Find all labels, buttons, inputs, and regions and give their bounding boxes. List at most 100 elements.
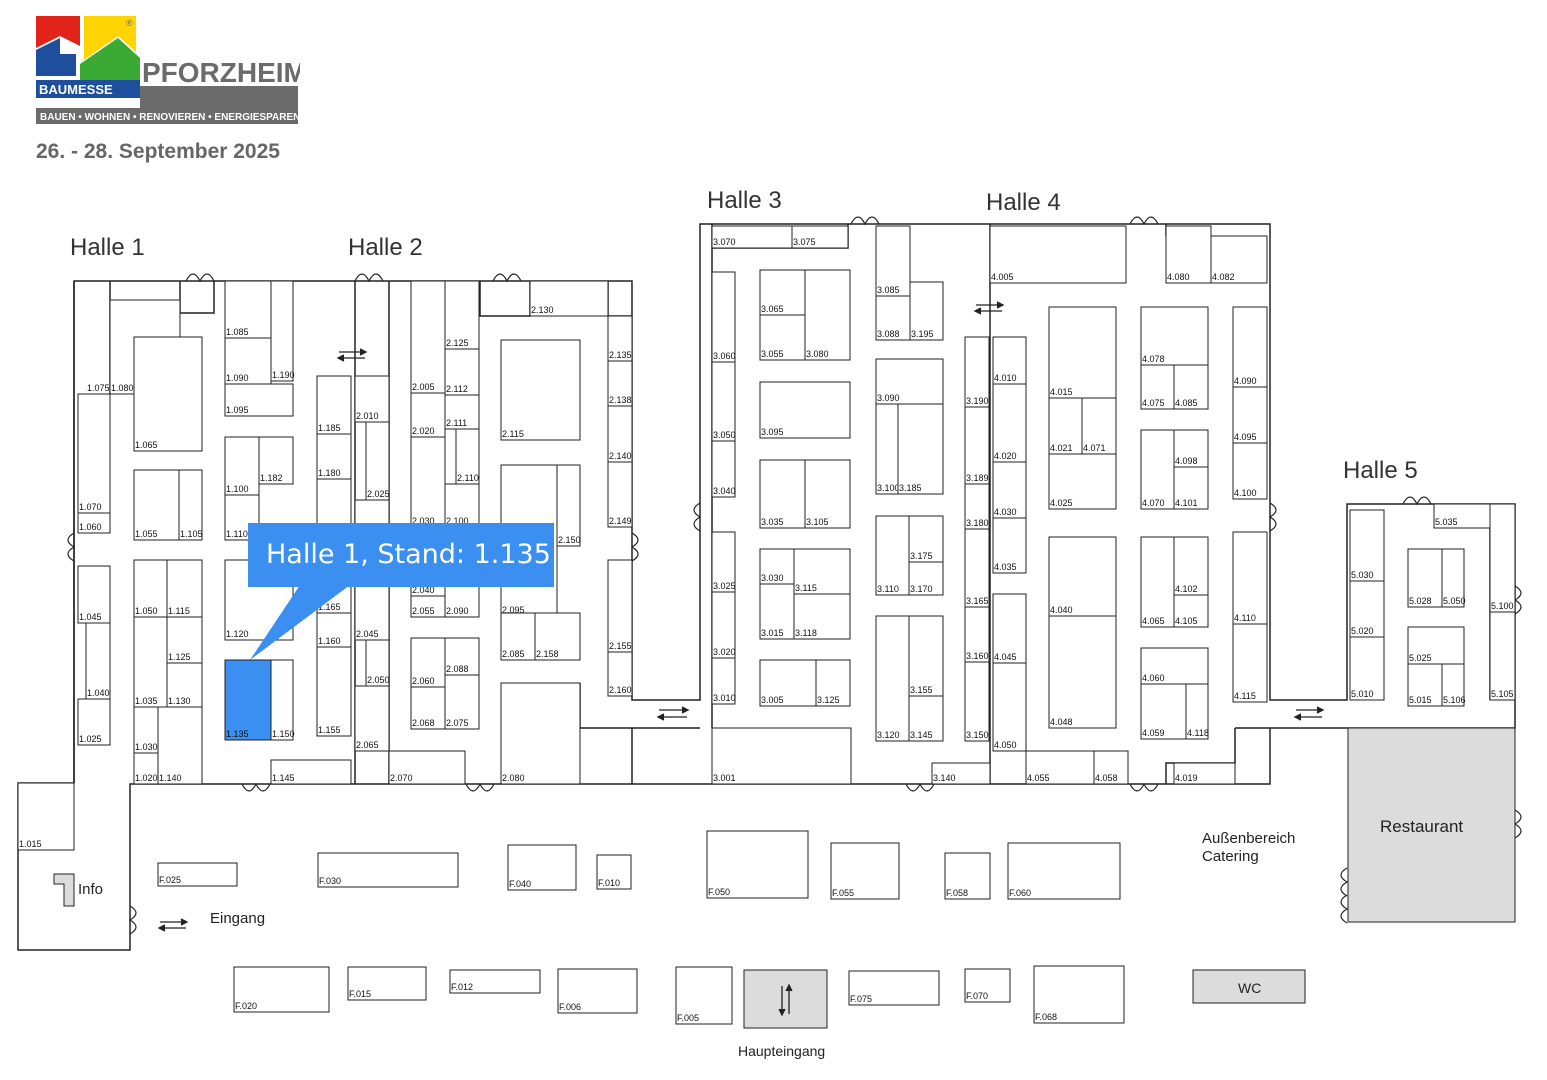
stand-3-050[interactable] — [711, 361, 736, 442]
stand-3-125[interactable] — [815, 659, 851, 707]
stand-1-100[interactable] — [224, 436, 260, 496]
stand-4-065[interactable] — [1140, 536, 1175, 628]
stand-4-098[interactable] — [1173, 429, 1209, 468]
stand-4-060[interactable] — [1140, 647, 1209, 685]
stand-F-005[interactable] — [675, 966, 733, 1025]
stand-4-115[interactable] — [1232, 623, 1268, 703]
stand-2-135[interactable] — [607, 315, 633, 362]
stand-1-095[interactable] — [224, 383, 294, 417]
stand-1-185[interactable] — [316, 375, 352, 435]
stand-F-025[interactable] — [157, 862, 238, 887]
stand-4-075[interactable] — [1140, 364, 1175, 410]
stand-2-060[interactable] — [410, 637, 446, 688]
stand-1-182[interactable] — [258, 436, 294, 485]
stand-3-105[interactable] — [804, 459, 851, 529]
stand-4-085[interactable] — [1173, 364, 1209, 410]
stand-F-040[interactable] — [507, 844, 577, 891]
stand-1-085[interactable] — [224, 280, 272, 339]
stand-4-078[interactable] — [1140, 306, 1209, 366]
stand-3-085[interactable] — [875, 225, 911, 297]
stand-3-060[interactable] — [711, 271, 736, 363]
stand-3-180[interactable] — [964, 483, 990, 530]
stand-1-190[interactable] — [270, 280, 294, 382]
stand-2-149[interactable] — [607, 461, 633, 528]
stand-2-130[interactable] — [529, 280, 609, 317]
stand-3-110[interactable] — [875, 515, 910, 596]
stand-4-048[interactable] — [1048, 615, 1117, 729]
stand-F-006[interactable] — [557, 968, 638, 1014]
stand-2-115[interactable] — [500, 339, 581, 441]
stand-4-070[interactable] — [1140, 429, 1175, 510]
stand-4-045[interactable] — [992, 593, 1027, 664]
stand-4-102[interactable] — [1173, 536, 1209, 596]
stand-F-055[interactable] — [830, 842, 900, 900]
stand-2-050[interactable] — [365, 639, 390, 687]
stand-5-035[interactable] — [1433, 503, 1491, 529]
stand-3-075[interactable] — [791, 225, 849, 249]
stand-3-090[interactable] — [875, 358, 944, 405]
stand-2-088[interactable] — [444, 637, 480, 676]
stand-3-175[interactable] — [908, 515, 944, 563]
stand-5-050[interactable] — [1441, 548, 1465, 608]
stand-1-040[interactable] — [85, 622, 111, 700]
stand-5-106[interactable] — [1441, 663, 1465, 707]
stand-3-095[interactable] — [759, 381, 851, 439]
stand-4-035[interactable] — [992, 517, 1027, 574]
stand-2-070[interactable] — [388, 750, 466, 785]
stand-3-010[interactable] — [711, 657, 736, 705]
stand-3-165[interactable] — [964, 528, 990, 608]
stand-4-095[interactable] — [1232, 386, 1268, 444]
stand-1-090[interactable] — [224, 337, 272, 385]
stand-3-015[interactable] — [759, 583, 795, 640]
stand-1-050[interactable] — [133, 559, 168, 618]
stand-5-105[interactable] — [1489, 611, 1516, 701]
wc-area[interactable] — [1192, 969, 1306, 1004]
stand-F-015[interactable] — [347, 966, 427, 1001]
stand-4-015[interactable] — [1048, 306, 1117, 399]
stand-1-180[interactable] — [316, 433, 352, 480]
stand-4-025[interactable] — [1048, 453, 1117, 510]
stand-2-005[interactable] — [410, 280, 446, 394]
stand-4-055[interactable] — [1025, 750, 1095, 785]
stand-3-005[interactable] — [759, 659, 817, 707]
stand-1-135[interactable] — [224, 659, 272, 741]
stand-F-020[interactable] — [233, 966, 330, 1013]
stand-1-020[interactable] — [133, 752, 159, 785]
stand-1-045[interactable] — [77, 565, 111, 624]
stand-5-100[interactable] — [1489, 503, 1516, 613]
stand-F-050[interactable] — [706, 830, 809, 899]
stand-1-145[interactable] — [270, 759, 352, 785]
stand-1-160[interactable] — [316, 612, 352, 648]
stand-2-138[interactable] — [607, 360, 633, 407]
stand-1-030[interactable] — [133, 706, 159, 754]
stand-2-030[interactable] — [410, 436, 446, 528]
stand-1-035[interactable] — [133, 616, 168, 708]
stand-4-021[interactable] — [1048, 397, 1083, 455]
stand-3-025[interactable] — [711, 531, 736, 593]
stand-4-110[interactable] — [1232, 531, 1268, 625]
stand-3-118[interactable] — [793, 593, 851, 640]
stand-4-101[interactable] — [1173, 466, 1209, 510]
stand-3-055[interactable] — [759, 314, 806, 361]
stand-2-160[interactable] — [607, 651, 633, 697]
stand-4-030[interactable] — [992, 461, 1027, 519]
stand-2-111[interactable] — [444, 394, 480, 430]
stand-3-030[interactable] — [759, 548, 795, 585]
stand-2-065[interactable] — [354, 685, 390, 752]
stand-4-080[interactable] — [1165, 225, 1212, 284]
stand-F-060[interactable] — [1007, 842, 1121, 900]
stand-2-125[interactable] — [444, 280, 480, 350]
stand-1-130[interactable] — [166, 662, 203, 708]
stand-2-025[interactable] — [365, 421, 390, 501]
stand-4-040[interactable] — [1048, 536, 1117, 617]
stand-5-030[interactable] — [1349, 509, 1385, 582]
stand-1-065[interactable] — [133, 336, 203, 452]
stand-2-150[interactable] — [556, 464, 581, 547]
stand-2-075[interactable] — [444, 674, 480, 730]
stand-3-020[interactable] — [711, 591, 736, 659]
stand-1-140[interactable] — [157, 706, 203, 785]
stand-4-090[interactable] — [1232, 306, 1268, 388]
stand-1-150[interactable] — [270, 659, 294, 741]
stand-5-020[interactable] — [1349, 580, 1385, 638]
stand-1-105[interactable] — [178, 469, 203, 541]
